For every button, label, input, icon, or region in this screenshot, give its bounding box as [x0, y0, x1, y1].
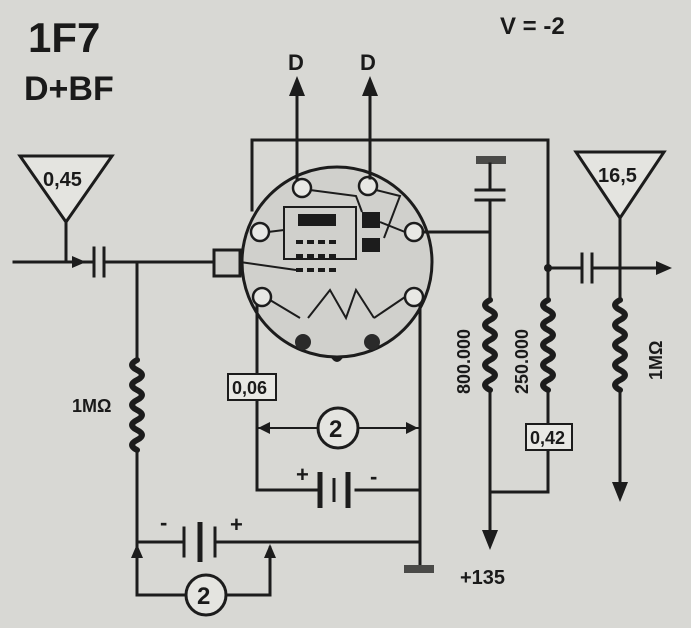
grid-resistor-label: 1MΩ — [72, 396, 111, 416]
internal-diode-cathode — [362, 238, 380, 252]
diode-output-2-label: D — [360, 50, 376, 75]
grid-meter — [184, 573, 228, 617]
cathode-internal-wire — [269, 299, 301, 319]
tube-base-nub — [330, 356, 344, 362]
grid-cap — [212, 248, 242, 278]
diode-internal-wire-2 — [375, 189, 402, 239]
meter-loop-arrow-left-icon — [131, 544, 143, 558]
pin-heater-1 — [295, 334, 311, 350]
input-level-label: 0,45 — [43, 169, 82, 191]
internal-grid-frame — [283, 206, 357, 260]
diode-output-1-label: D — [288, 50, 304, 75]
filament-internal — [307, 287, 375, 321]
filament-meter-label: 2 — [329, 416, 342, 443]
load-resistor — [540, 297, 556, 393]
pin-diode-1 — [291, 177, 313, 199]
plate-resistor-label: 800.000 — [454, 329, 474, 394]
pin-heater-2 — [364, 334, 380, 350]
output-ground-arrow-icon — [612, 482, 628, 502]
output-resistor — [612, 297, 628, 393]
output-resistor-label: 1MΩ — [646, 341, 666, 380]
pin-diode-2 — [357, 175, 379, 197]
ground-icon — [404, 565, 434, 573]
output-level-label: 16,5 — [598, 165, 637, 187]
filament-minus-sign: - — [370, 464, 377, 489]
output-arrow-icon — [656, 261, 672, 275]
tube-name: 1F7 — [28, 14, 100, 61]
load-resistor-label: 250.000 — [512, 329, 532, 394]
bias-minus-sign: - — [160, 510, 167, 535]
output-level-triangle — [573, 150, 667, 221]
filament-meter-arrow-left-icon — [258, 422, 270, 434]
pin-plate — [403, 221, 425, 243]
pin-left-upper — [249, 221, 271, 243]
filament-meter-arrow-right-icon — [406, 422, 418, 434]
screen-voltage-box — [525, 423, 573, 451]
input-level-triangle — [17, 154, 115, 225]
input-arrow-icon — [72, 256, 86, 268]
tube-envelope — [240, 165, 434, 359]
bias-voltage: V = -2 — [500, 13, 565, 40]
screen-voltage-label: 0,42 — [530, 428, 565, 448]
supply-voltage-label: +135 — [460, 567, 505, 589]
diode-output-1-arrow-icon — [289, 76, 305, 96]
pin-cathode — [251, 286, 273, 308]
pin-filament — [403, 286, 425, 308]
left-internal-wire — [267, 229, 285, 233]
cathode-voltage-label: 0,06 — [232, 378, 267, 398]
top-ground-icon — [476, 156, 506, 164]
filament-internal-wire — [373, 296, 406, 319]
filament-plus-sign: + — [296, 462, 309, 487]
internal-diode-plate — [362, 212, 380, 228]
diode-internal-wire-1 — [309, 189, 363, 213]
grid-meter-label: 2 — [197, 583, 210, 610]
diode-output-2-arrow-icon — [362, 76, 378, 96]
cathode-voltage-box — [227, 373, 277, 401]
bias-plus-sign: + — [230, 512, 243, 537]
filament-meter — [316, 406, 360, 450]
internal-plate — [298, 214, 336, 226]
tube-function: D+BF — [24, 70, 114, 108]
plate-internal-wire — [379, 221, 406, 233]
grid-resistor — [129, 357, 145, 453]
plate-resistor — [482, 297, 498, 393]
supply-arrow-icon — [482, 530, 498, 550]
grid-internal-wire — [239, 261, 297, 271]
meter-loop-arrow-right-icon — [264, 544, 276, 558]
